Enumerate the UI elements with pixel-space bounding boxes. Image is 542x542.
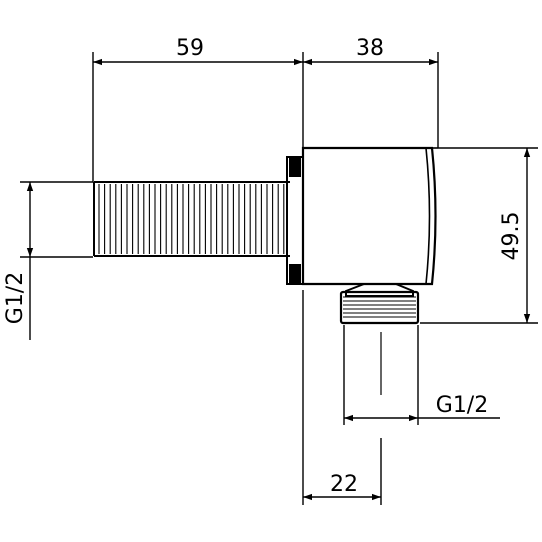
dim-text-g12-left: G1/2	[3, 272, 28, 324]
seal-washer	[286, 156, 304, 285]
extension-lines	[20, 52, 538, 505]
threaded-pipe	[93, 181, 290, 257]
thread-lines	[98, 184, 285, 254]
outlet-connector	[339, 283, 420, 325]
dim-text-49-5: 49.5	[499, 212, 524, 261]
elbow-body	[301, 146, 438, 286]
dim-text-22: 22	[330, 472, 358, 497]
outlet-thread-lines	[343, 296, 416, 318]
dim-text-59: 59	[176, 36, 204, 61]
dim-text-38: 38	[356, 36, 384, 61]
dim-text-g12-outlet: G1/2	[436, 393, 488, 418]
